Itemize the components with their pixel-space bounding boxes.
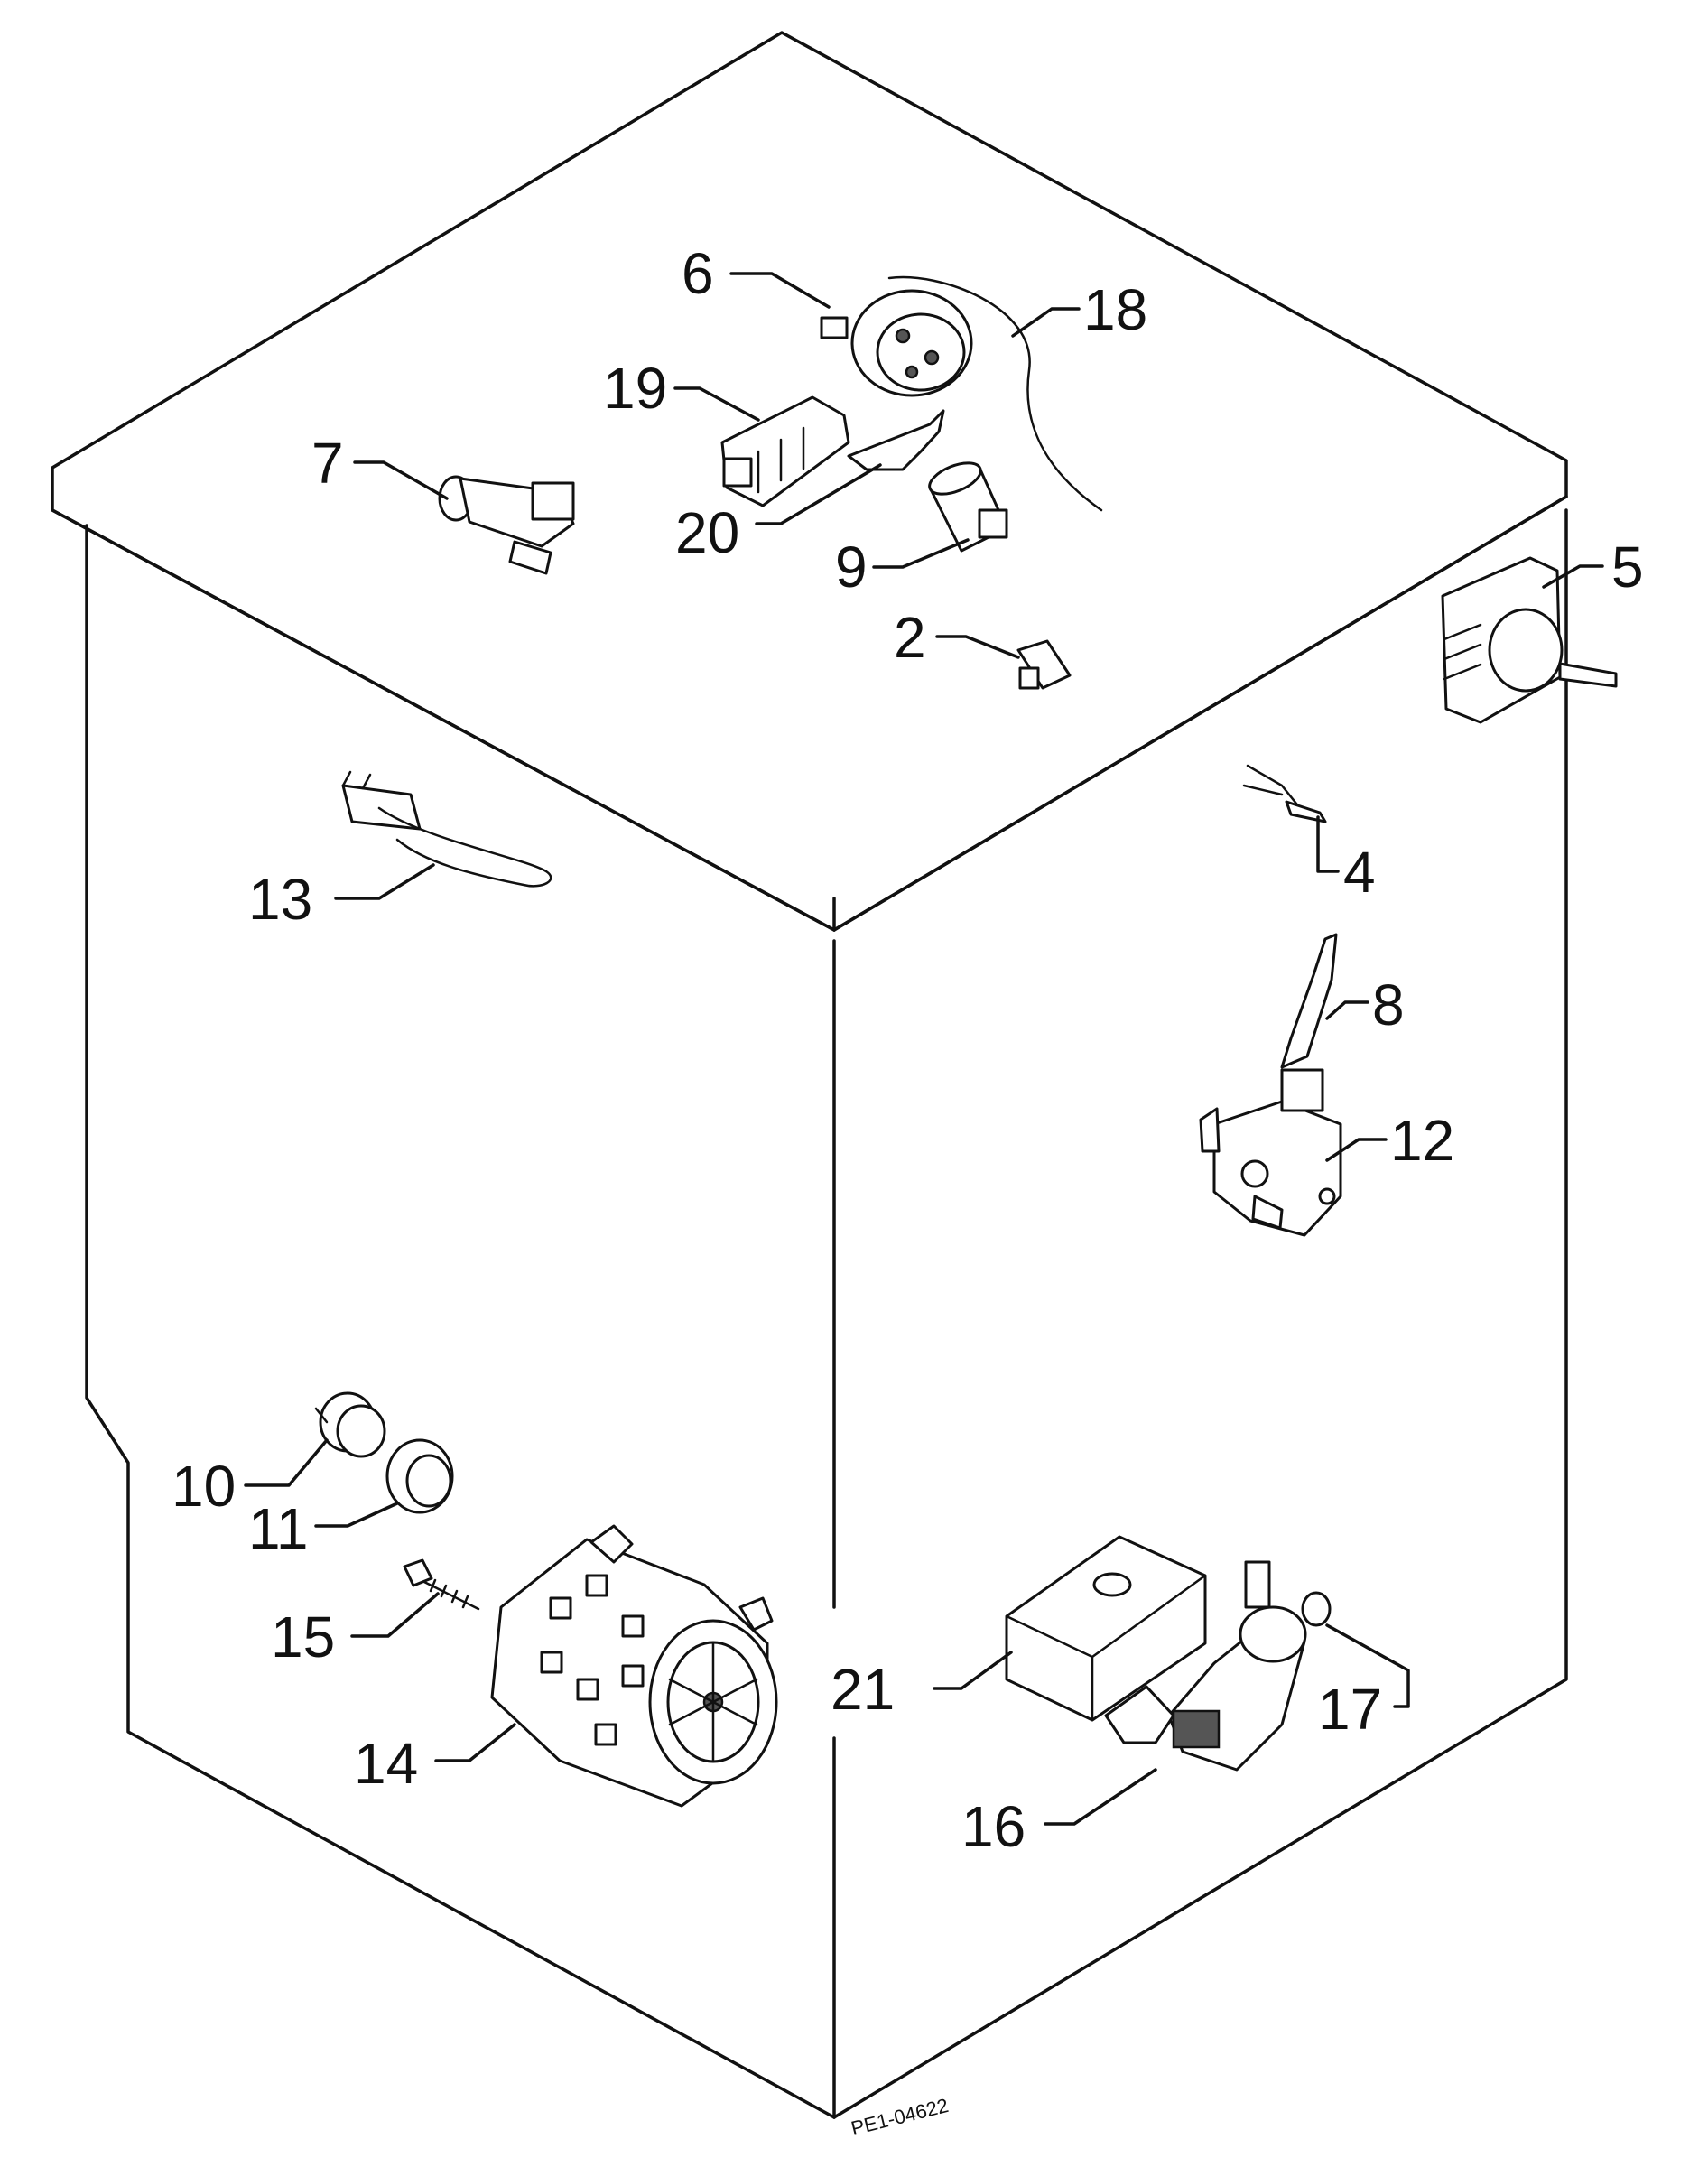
- part-18-hose: [887, 275, 1103, 512]
- part-11-gasket: [385, 1438, 454, 1514]
- part-14-motor: [490, 1524, 778, 1808]
- part-8-lever: [1280, 933, 1338, 1069]
- cabinet-top-right-edge: [832, 495, 1568, 932]
- part-10-thermostat: [314, 1391, 386, 1458]
- leader-15: [350, 1592, 440, 1638]
- callout-4: 4: [1343, 840, 1376, 905]
- leader-21: [933, 1651, 1013, 1690]
- part-19-terminal-block: [720, 395, 850, 507]
- part-17-o-ring: [1301, 1591, 1332, 1627]
- part-2-connector: [1016, 639, 1072, 690]
- leader-13: [334, 863, 435, 900]
- part-4-ntc-sensor: [1242, 764, 1327, 823]
- leader-10: [244, 1438, 329, 1487]
- part-7-inlet-valve: [438, 475, 575, 575]
- callout-19: 19: [603, 356, 667, 421]
- callout-9: 9: [835, 535, 868, 600]
- callout-6: 6: [682, 241, 714, 306]
- leader-19: [673, 386, 760, 422]
- leader-16: [1044, 1768, 1157, 1826]
- callout-8: 8: [1372, 972, 1405, 1037]
- callout-18: 18: [1083, 277, 1147, 342]
- callout-12: 12: [1390, 1108, 1454, 1173]
- cabinet-top-face: [51, 31, 1568, 932]
- callout-13: 13: [248, 867, 312, 932]
- leader-6: [729, 272, 831, 309]
- callout-15: 15: [271, 1604, 335, 1669]
- cabinet-left-face: [85, 524, 836, 2119]
- leader-lines: [244, 272, 1604, 1826]
- part-6-pressure-switch: [820, 289, 973, 397]
- part-9-capacitor: [928, 461, 1008, 553]
- leader-14: [434, 1723, 516, 1762]
- callout-labels: 6 18 19 7 20 9 2 5 4 13 8 12 10 11 15 14…: [172, 241, 1644, 1859]
- callout-11: 11: [248, 1496, 308, 1561]
- part-16-drain-pump: [1104, 1560, 1307, 1772]
- callout-21: 21: [831, 1657, 895, 1722]
- part-15-screw: [403, 1558, 480, 1611]
- part-21-cover-box: [1005, 1535, 1207, 1722]
- leader-17: [1325, 1623, 1410, 1708]
- leader-4: [1316, 815, 1340, 873]
- leader-18: [1011, 307, 1081, 338]
- cabinet-top-front-edge: [51, 508, 836, 932]
- callout-20: 20: [675, 500, 739, 565]
- part-13-heating-element: [341, 770, 552, 888]
- leader-20: [755, 463, 882, 525]
- callout-16: 16: [961, 1794, 1026, 1859]
- part-20-clip: [847, 409, 945, 471]
- part-12-door-lock: [1199, 1068, 1342, 1237]
- leader-7: [353, 460, 449, 500]
- callout-14: 14: [354, 1731, 418, 1796]
- leader-9: [872, 538, 970, 569]
- part-5-timer: [1441, 556, 1618, 724]
- leader-11: [314, 1502, 399, 1528]
- callout-17: 17: [1318, 1677, 1382, 1742]
- leader-5: [1542, 564, 1604, 589]
- leader-2: [935, 635, 1020, 659]
- cabinet-right-face: [832, 508, 1568, 2119]
- cabinet-outline: [51, 31, 1568, 2119]
- callout-2: 2: [894, 605, 926, 670]
- callout-10: 10: [172, 1454, 236, 1519]
- callout-7: 7: [311, 431, 344, 496]
- callout-5: 5: [1611, 535, 1644, 600]
- leader-12: [1325, 1138, 1388, 1162]
- leader-8: [1325, 1000, 1369, 1020]
